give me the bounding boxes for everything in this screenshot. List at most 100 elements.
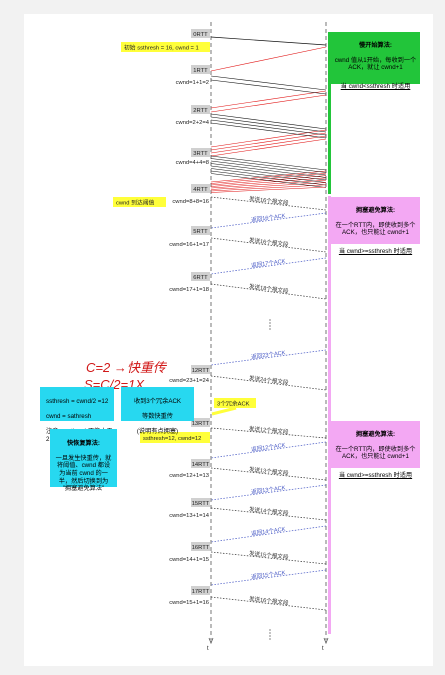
rtt-label: 5RTT: [193, 229, 208, 235]
ellipsis-dot: [269, 632, 271, 634]
rtt-box: [191, 184, 210, 193]
window-arrow-label: 返回17个ACK: [251, 258, 286, 270]
rtt-label: 16RTT: [192, 545, 210, 551]
rtt-box: [191, 542, 210, 551]
window-arrow: [210, 569, 327, 586]
fast-recovery-calc-note: ssthresh = cwnd/2 =12 cwnd = sathresh 注意…: [40, 387, 114, 443]
rtt-label: 4RTT: [193, 187, 208, 193]
segment-line: [210, 165, 327, 181]
rtt-box: [191, 226, 210, 235]
congestion-avoidance-note-2: 拥塞避免算法: 在一个RTT内，即使收到多个ACK，也只能让 cwnd+1 当 …: [331, 421, 420, 479]
avoidance-receiver-bar: [328, 196, 331, 634]
ack-line: [210, 138, 327, 157]
segment-line: [210, 173, 327, 188]
init-badge: [121, 42, 210, 52]
segment-line: [210, 168, 327, 183]
rtt-box: [191, 29, 210, 38]
ellipsis-dot: [269, 328, 271, 330]
rtt-box: [191, 148, 210, 157]
cwnd-label: cwnd=16+1=17: [169, 242, 209, 248]
rtt-label: 17RTT: [192, 589, 210, 595]
segment-line: [210, 113, 327, 130]
segment-line: [210, 79, 327, 95]
rtt-box: [191, 365, 210, 374]
calc-line-2: cwnd = sathresh: [46, 412, 92, 420]
handwriting-line-1: C=2 →快重传: [86, 360, 168, 375]
fast-recovery-title: 快恢复算法:: [67, 439, 100, 447]
ack-line: [210, 184, 327, 192]
ack-line: [210, 90, 327, 109]
fast-recovery-note: 快恢复算法: 一旦发生快重传，就将阈值、cwnd 都设为当前 cwnd 的一半，…: [50, 429, 117, 492]
ack-line: [210, 129, 327, 148]
segment-line: [210, 160, 327, 176]
rtt-box: [191, 498, 210, 507]
rtt-label: 0RTT: [193, 32, 208, 38]
window-arrow-label: 发送12个报文段: [249, 424, 290, 435]
diagram-background: [24, 14, 433, 666]
window-arrow: [210, 349, 327, 366]
sender-time-label: t: [207, 646, 209, 652]
ack-line: [210, 182, 327, 190]
cwnd-label: cwnd=8+8=16: [172, 199, 209, 205]
slow-start-title: 慢开始算法:: [359, 41, 392, 49]
reset-badge: [140, 432, 210, 443]
dup-ack-badge: [214, 398, 256, 408]
rtt-label: 3RTT: [193, 151, 208, 157]
cwnd-label: cwnd=14+1=15: [169, 557, 209, 563]
ellipsis-dot: [269, 325, 271, 327]
ellipsis-dot: [269, 319, 271, 321]
window-arrow-label: 返回12个ACK: [251, 442, 286, 454]
dup-ack-label: 3个冗余ACK: [217, 400, 250, 408]
reset-label: ssthresh=12, cwnd=12: [143, 436, 201, 442]
slow-start-body: cwnd 值从1开始，每收到一个ACK，就让 cwnd+1: [334, 56, 417, 72]
window-arrow: [210, 257, 327, 275]
avoidance-2-condition: 当 cwnd>=ssthresh 时适用: [338, 471, 413, 479]
cwnd-label: cwnd=4+4=8: [176, 160, 209, 166]
window-arrow: [210, 237, 327, 253]
segment-line: [210, 119, 327, 136]
window-arrow-label: 返回13个ACK: [251, 484, 286, 495]
rtt-box: [191, 272, 210, 281]
avoidance-1-body: 在一个RTT内，即使收到多个ACK，也只能让 cwnd+1: [335, 221, 416, 237]
window-arrow: [210, 525, 327, 543]
sender-axis-arrow-icon: [208, 637, 214, 645]
cwnd-label: cwnd=13+1=14: [169, 513, 210, 519]
segment-line: [210, 170, 327, 186]
fast-retransmit-note: 收到3个冗余ACK 等数快重传 (说明有点拥塞): [121, 387, 194, 435]
window-arrow: [210, 551, 327, 565]
rtt-box: [191, 459, 210, 468]
retransmit-line-1: 收到3个冗余ACK: [133, 397, 182, 405]
receiver-axis-arrow-icon: [323, 637, 329, 645]
rtt-label: 15RTT: [192, 501, 210, 507]
window-arrow: [210, 441, 327, 459]
window-arrow: [210, 467, 327, 481]
calc-line-1: ssthresh = cwnd/2 =12: [46, 397, 109, 405]
threshold-badge: [113, 197, 166, 207]
window-arrow: [210, 375, 327, 391]
segment-line: [210, 122, 327, 139]
fast-recovery-body: 一旦发生快重传，就将阈值、cwnd 都设为当前 cwnd 的一半，然后切换到为 …: [55, 454, 112, 493]
ack-line: [210, 179, 327, 189]
cwnd-label: cwnd=1+1=2: [176, 80, 209, 86]
window-arrow: [210, 427, 327, 439]
window-arrow-label: 返回15个ACK: [251, 569, 286, 580]
window-arrow: [210, 283, 327, 300]
rtt-label: 14RTT: [192, 462, 210, 468]
window-arrow: [210, 507, 327, 521]
segment-line: [210, 158, 327, 173]
segment-line: [210, 75, 327, 91]
slow-start-condition: 当 cwnd<ssthresh 时适用: [340, 82, 411, 90]
window-arrow-label: 返回14个ACK: [251, 526, 286, 538]
rtt-box: [191, 65, 210, 74]
window-arrow: [210, 596, 327, 611]
window-arrow-label: 返回23个ACK: [251, 349, 286, 360]
window-arrow: [210, 212, 327, 229]
avoidance-1-title: 拥塞避免算法:: [355, 206, 396, 214]
cwnd-label: cwnd=12+1=13: [169, 473, 209, 479]
cwnd-label: cwnd=15+1=16: [169, 600, 209, 606]
ellipsis-dot: [269, 635, 271, 637]
segment-line: [210, 116, 327, 133]
rtt-box: [191, 586, 210, 595]
avoidance-2-title: 拥塞避免算法:: [355, 430, 396, 438]
